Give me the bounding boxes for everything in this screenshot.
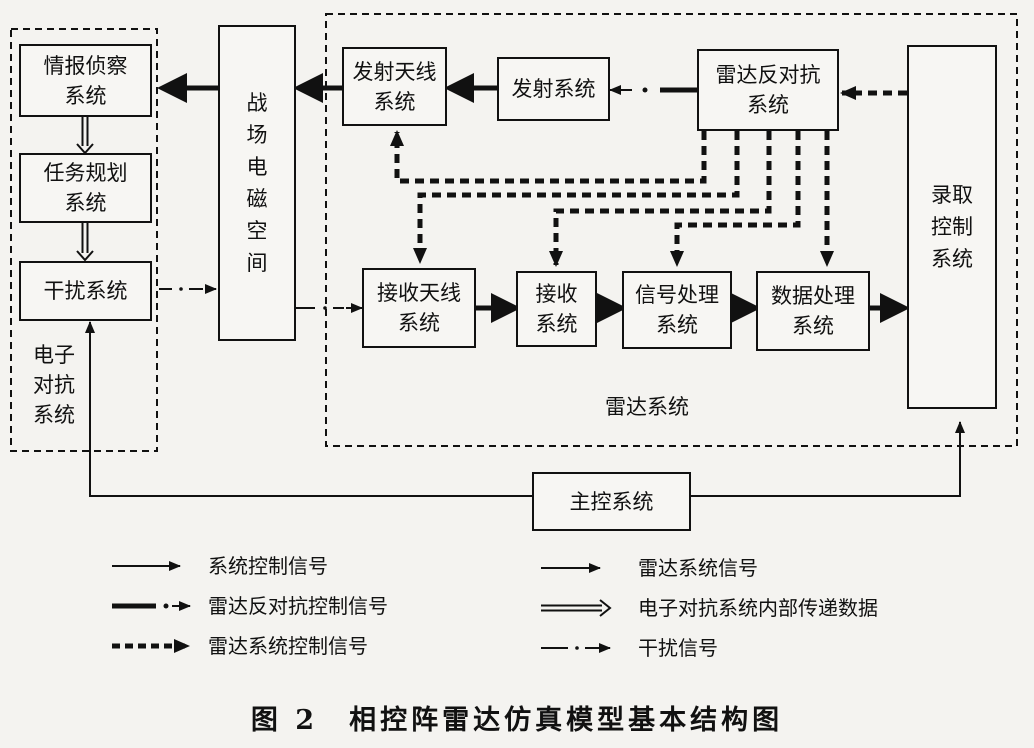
arrow-battlefield-to-rxantenna: [296, 303, 363, 313]
eccm-box: 雷达反对抗 系统: [697, 49, 839, 131]
legend-label-jam-signal: 干扰信号: [638, 636, 718, 660]
arrow-eccm-to-transmitter: [609, 85, 697, 95]
arrow-eccm-to-txantenna: [390, 130, 707, 184]
ecm-group-label: 电子 对抗 系统: [33, 343, 75, 427]
legend-label-eccm-control: 雷达反对抗控制信号: [208, 594, 388, 618]
intel-recon-box: 情报侦察 系统: [19, 44, 152, 117]
radar-group-boundary: [325, 13, 1018, 447]
figure-caption: 图 2 相控阵雷达仿真模型基本结构图: [250, 705, 784, 736]
arrow-eccm-to-signal: [670, 131, 801, 267]
receiver-box: 接收 系统: [516, 271, 597, 347]
signal-processing-box: 信号处理 系统: [622, 271, 732, 349]
arrow-eccm-to-receiver: [549, 131, 772, 267]
legend-label-radar-signal: 雷达系统信号: [638, 556, 758, 580]
data-processing-box: 数据处理 系统: [756, 271, 870, 351]
transmitter-box: 发射系统: [497, 57, 610, 121]
rx-antenna-box: 接收天线 系统: [362, 268, 476, 348]
mission-planning-box: 任务规划 系统: [19, 153, 152, 223]
legend-label-radar-control: 雷达系统控制信号: [208, 634, 368, 658]
legend-sample-jam-signal: [541, 643, 611, 653]
arrow-master-to-jammer: [85, 321, 532, 497]
legend-label-ecm-data: 电子对抗系统内部传递数据: [638, 596, 878, 620]
tx-antenna-box: 发射天线 系统: [342, 47, 447, 126]
legend-sample-ecm-data: [541, 599, 612, 617]
record-control-box: 录取 控制 系统: [907, 45, 997, 409]
radar-group-label: 雷达系统: [605, 395, 689, 419]
jammer-box: 干扰系统: [19, 261, 152, 321]
ecm-group-boundary: [10, 28, 158, 452]
arrow-master-to-record: [691, 421, 965, 497]
legend-label-sys-control: 系统控制信号: [208, 554, 328, 578]
battlefield-em-space-box: 战 场 电 磁 空 间: [218, 25, 296, 341]
arrow-eccm-to-rxantenna: [413, 131, 740, 264]
ecm-internal-arrow-1: [76, 116, 94, 155]
arrow-jammer-to-battlefield: [159, 284, 217, 294]
ecm-internal-arrow-2: [76, 223, 94, 262]
legend-sample-eccm-control: [112, 601, 191, 611]
master-control-box: 主控系统: [532, 472, 691, 531]
